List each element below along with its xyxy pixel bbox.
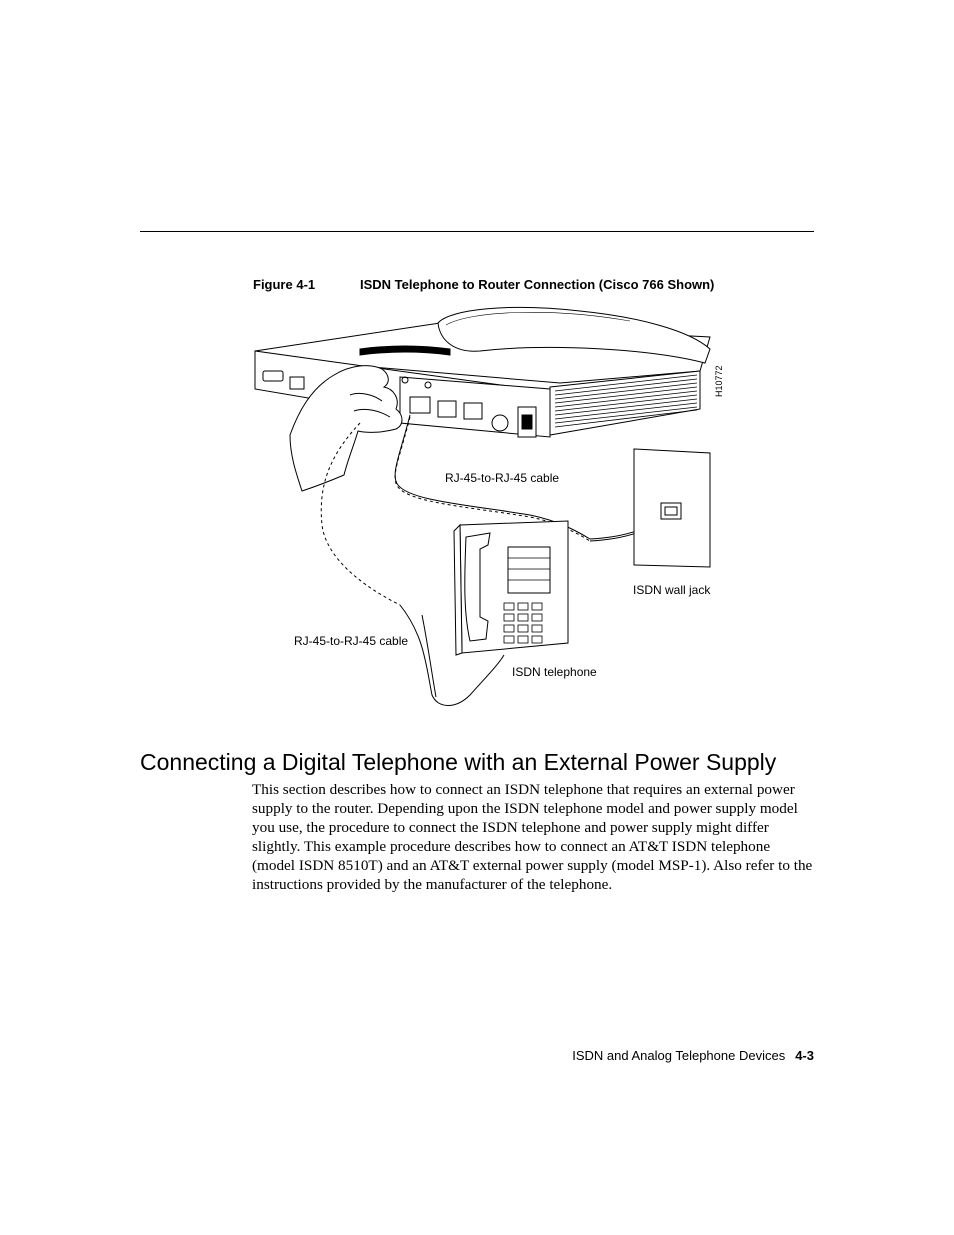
- footer-chapter: ISDN and Analog Telephone Devices: [572, 1048, 786, 1063]
- telephone-label: ISDN telephone: [512, 665, 597, 679]
- hand-drawing: [289, 365, 403, 492]
- art-id-label: H10772: [714, 365, 724, 397]
- router-vents: [554, 374, 698, 428]
- page-footer: ISDN and Analog Telephone Devices 4-3: [572, 1048, 814, 1063]
- figure-number: Figure 4-1: [253, 277, 316, 292]
- body-paragraph: This section describes how to connect an…: [252, 781, 813, 893]
- cable-label-lower: RJ-45-to-RJ-45 cable: [294, 634, 408, 648]
- telephone-drawing: [453, 520, 569, 656]
- figure-title: ISDN Telephone to Router Connection (Cis…: [360, 277, 715, 292]
- wall-jack-label: ISDN wall jack: [633, 583, 711, 597]
- figure-illustration: RJ-45-to-RJ-45 cable RJ-45-to-RJ-45 cabl…: [254, 306, 724, 706]
- router-drawing: [254, 306, 711, 438]
- wall-jack-drawing: [633, 448, 711, 568]
- telephone-keypad: [503, 602, 543, 644]
- header-rule: [140, 231, 814, 232]
- cable-label-upper: RJ-45-to-RJ-45 cable: [445, 471, 559, 485]
- footer-page-number: 4-3: [795, 1048, 814, 1063]
- section-heading: Connecting a Digital Telephone with an E…: [140, 749, 777, 775]
